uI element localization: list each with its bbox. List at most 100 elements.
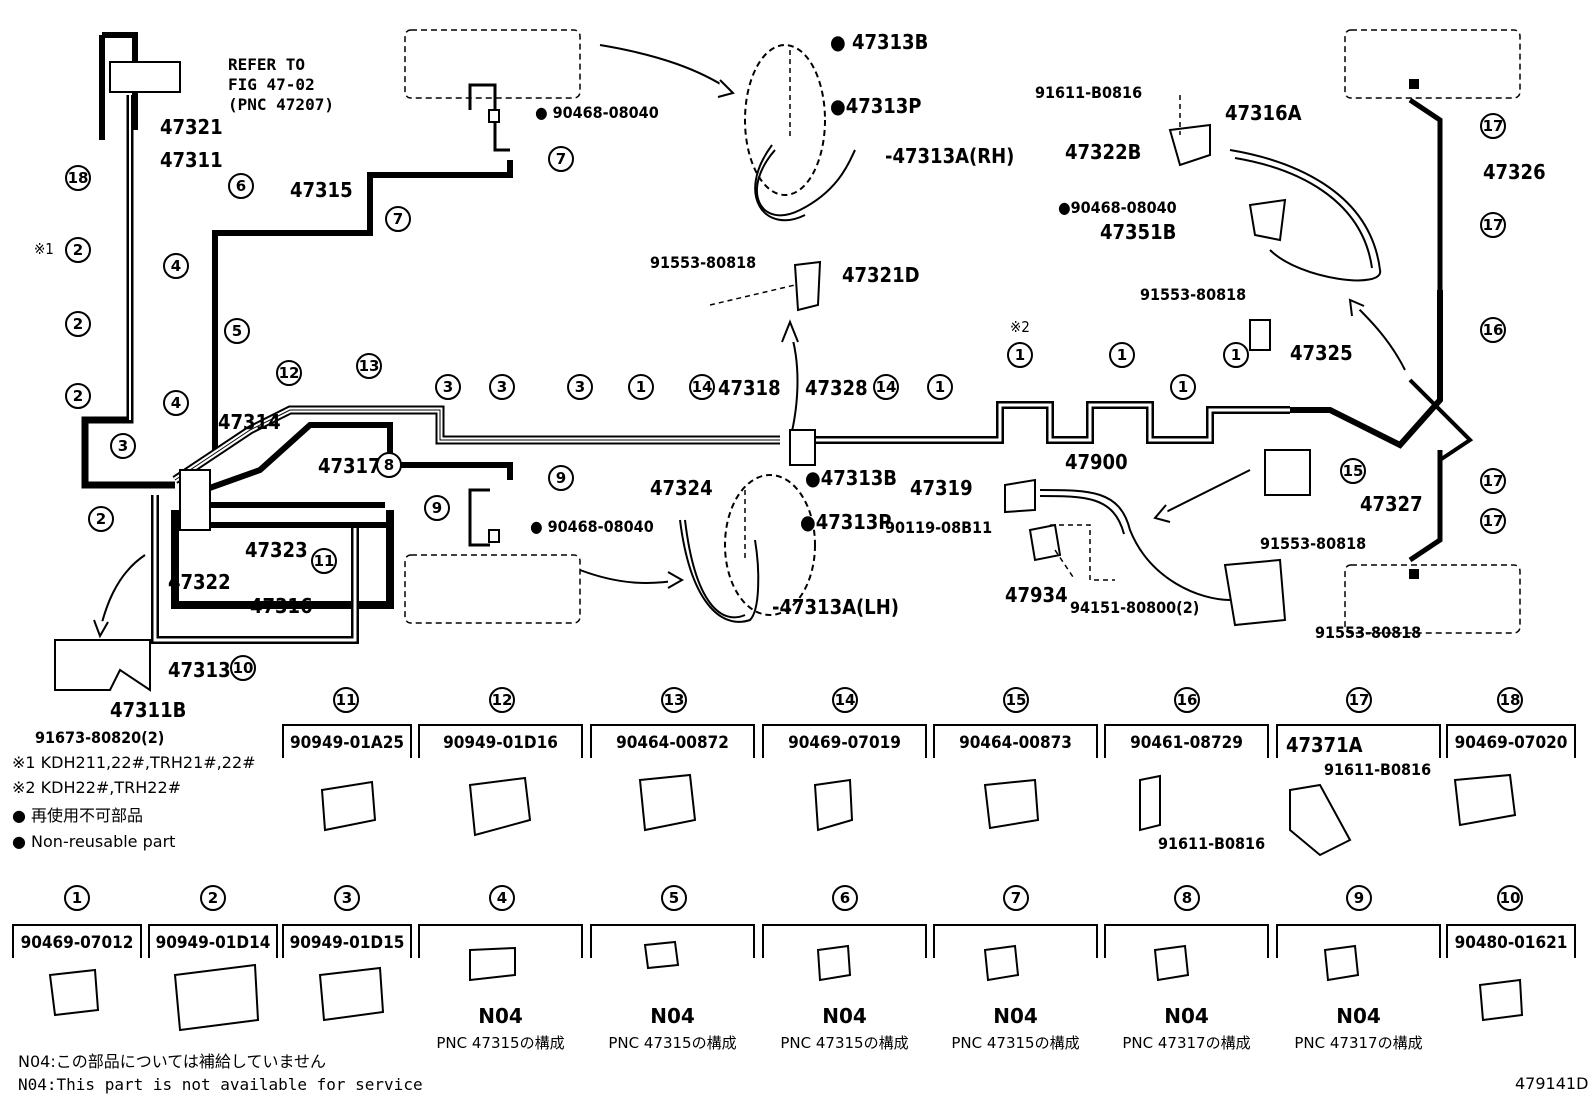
legend-sub-part: 91611-B0816: [1324, 760, 1432, 779]
legend-callout: 5: [661, 885, 687, 911]
part-label: 47326: [1483, 160, 1546, 184]
clip-callout: 15: [1340, 458, 1366, 484]
part-label: 47311: [160, 148, 223, 172]
arrows: [93, 44, 1406, 639]
legend-part-number: 90461-08729: [1130, 733, 1243, 753]
legend-callout: 16: [1174, 687, 1200, 713]
part-number: 47313B: [820, 466, 898, 490]
legend-callout: 17: [1346, 687, 1372, 713]
clip-callout: 14: [689, 374, 715, 400]
legend-cell: [762, 924, 927, 958]
clip-callout: 13: [356, 353, 382, 379]
n04-mark: N04: [1164, 1004, 1209, 1028]
clip-callout: 1: [1007, 342, 1033, 368]
part-label: 47351B: [1100, 220, 1177, 244]
part-number: 90468-08040: [547, 517, 654, 536]
dashed-connectors: [709, 50, 1181, 581]
legend-part-number: 90464-00873: [959, 733, 1072, 753]
part-label: 47325: [1290, 341, 1353, 365]
part-label: 91673-80820(2): [35, 728, 165, 747]
clip-callout: 1: [628, 374, 654, 400]
n04-note-en: N04:This part is not available for servi…: [18, 1075, 423, 1094]
part-label: 91611-B0816: [1035, 83, 1143, 102]
clip-callout: 1: [1109, 342, 1135, 368]
legend-callout: 7: [1003, 885, 1029, 911]
refer-note: REFER TO FIG 47-02 (PNC 47207): [228, 55, 334, 115]
hardware-sketches: [54, 79, 1419, 692]
legend-callout: 10: [1497, 885, 1523, 911]
part-label: 91553-80818: [1140, 285, 1247, 304]
master-cylinder-lines: [81, 32, 181, 489]
part-label: ●47313P: [800, 510, 892, 534]
n04-mark: N04: [478, 1004, 523, 1028]
part-label: 91553-80818: [1315, 623, 1422, 642]
clip-callout: 9: [424, 495, 450, 521]
legend-callout: 4: [489, 885, 515, 911]
part-label: 90119-08B11: [885, 518, 993, 537]
clip-callout: 5: [224, 318, 250, 344]
legend-cell: 47371A: [1276, 724, 1441, 758]
wheel-area-boxes: [404, 29, 1521, 634]
legend-callout: 2: [200, 885, 226, 911]
clip-callout: 2: [65, 383, 91, 409]
clip-callout: 3: [435, 374, 461, 400]
line-47315: [212, 160, 513, 455]
refer-line-1: REFER TO: [228, 55, 306, 74]
part-label: ● 47313B: [830, 30, 929, 54]
part-number: 90468-08040: [552, 103, 659, 122]
legend-cell: 90949-01D16: [418, 724, 583, 758]
legend-cell: [418, 924, 583, 958]
legend-callout: 1: [64, 885, 90, 911]
part-label: 47313: [168, 658, 231, 682]
legend-cell: 90949-01D15: [282, 924, 412, 958]
model-note-2: ※2 KDH22#,TRH22#: [12, 778, 182, 797]
legend-part-number: 47371A: [1286, 733, 1363, 757]
line-to-front-left: [468, 488, 490, 547]
rear-hoses: [1039, 149, 1382, 601]
diagram-id: 479141D: [1515, 1074, 1589, 1093]
legend-callout: 6: [832, 885, 858, 911]
part-label: 47318: [718, 376, 781, 400]
clip-callout: 1: [927, 374, 953, 400]
legend-caption: PNC 47315の構成: [951, 1034, 1080, 1052]
legend-callout: 14: [832, 687, 858, 713]
n04-mark: N04: [993, 1004, 1038, 1028]
clip-callout: 7: [385, 206, 411, 232]
main-rear-lines: [172, 97, 1474, 563]
legend-callout: 3: [334, 885, 360, 911]
part-label: 47322B: [1065, 140, 1142, 164]
legend-cell: [1276, 924, 1441, 958]
model-note-1: ※1 KDH211,22#,TRH21#,22#: [12, 753, 256, 772]
legend-caption: PNC 47317の構成: [1294, 1034, 1423, 1052]
n04-mark: N04: [822, 1004, 867, 1028]
part-label: 47322: [168, 570, 231, 594]
clip-callout: 6: [228, 173, 254, 199]
clip-callout: 3: [567, 374, 593, 400]
legend-part-number: 90469-07020: [1454, 733, 1568, 753]
part-number: 47313B: [851, 30, 929, 54]
part-label: ● 90468-08040: [535, 103, 659, 122]
part-label: 94151-80800(2): [1070, 598, 1200, 617]
part-label: 47317: [318, 454, 381, 478]
lower-lines: [151, 469, 394, 644]
part-label: 47323: [245, 538, 308, 562]
legend-part-number: 90464-00872: [616, 733, 729, 753]
part-number: 47313P: [815, 510, 892, 534]
nonreusable-note-en: ● Non-reusable part: [12, 832, 176, 851]
clip-callout: 8: [376, 452, 402, 478]
front-hoses: [679, 44, 856, 623]
part-label: 47324: [650, 476, 713, 500]
part-label: ●90468-08040: [1058, 198, 1177, 217]
clip-callout: 16: [1480, 317, 1506, 343]
clip-callout: 18: [65, 165, 91, 191]
legend-cell: 90469-07019: [762, 724, 927, 758]
legend-callout: 8: [1174, 885, 1200, 911]
part-label: ※1: [34, 240, 54, 258]
clip-callout: 17: [1480, 212, 1506, 238]
part-label: 47327: [1360, 492, 1423, 516]
part-label: 47316: [250, 594, 313, 618]
part-number: 47313A(LH): [779, 595, 899, 619]
part-label: 47321: [160, 115, 223, 139]
clip-callout: 3: [110, 433, 136, 459]
refer-line-3: (PNC 47207): [228, 95, 334, 114]
